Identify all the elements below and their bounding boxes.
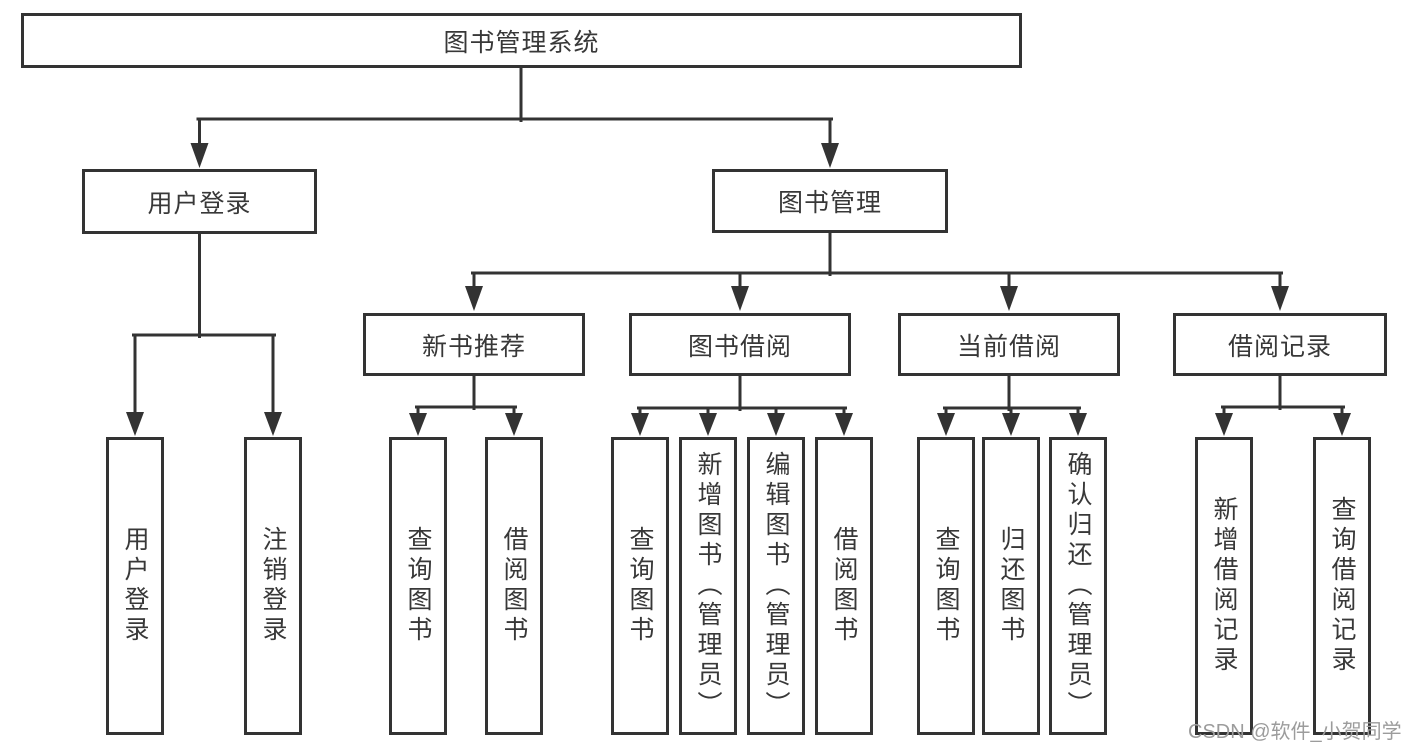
leaf-confirm-return-admin: 确认归还（管理员） — [1049, 437, 1107, 735]
leaf-logout: 注销登录 — [244, 437, 302, 735]
node-label: 注销登录 — [259, 526, 287, 646]
node-current-borrowing: 当前借阅 — [898, 313, 1120, 376]
leaf-edit-books-admin: 编辑图书（管理员） — [747, 437, 805, 735]
leaf-add-books-admin: 新增图书（管理员） — [679, 437, 737, 735]
node-label: 当前借阅 — [956, 332, 1061, 361]
node-borrowing-records: 借阅记录 — [1173, 313, 1387, 376]
leaf-query-books-current: 查询图书 — [917, 437, 975, 735]
node-book-management: 图书管理 — [712, 169, 948, 233]
node-label: 新增图书（管理员） — [694, 451, 722, 721]
node-label: 借阅记录 — [1227, 332, 1332, 361]
csdn-watermark: CSDN @软件_小贺同学 — [1188, 721, 1402, 743]
node-label: 归还图书 — [997, 526, 1025, 646]
node-label: 查询图书 — [932, 526, 960, 646]
node-label: 图书管理 — [777, 189, 882, 217]
leaf-query-borrow-record: 查询借阅记录 — [1313, 437, 1371, 735]
connector-root-to-level2 — [190, 66, 839, 168]
connector-new-book-rec-to-leaves — [409, 374, 523, 436]
node-user-login: 用户登录 — [82, 169, 317, 234]
node-label: 用户登录 — [147, 189, 252, 218]
connector-book-mgmt-to-level3 — [465, 231, 1289, 311]
connector-borrow-records-to-leaves — [1215, 374, 1351, 436]
node-label: 图书管理系统 — [443, 28, 600, 57]
node-label: 新增借阅记录 — [1210, 496, 1238, 676]
node-label: 图书借阅 — [687, 332, 792, 361]
leaf-user-login: 用户登录 — [106, 437, 164, 735]
node-new-book-recommendation: 新书推荐 — [363, 313, 585, 376]
leaf-borrow-books: 借阅图书 — [815, 437, 873, 735]
node-label: 用户登录 — [121, 526, 149, 646]
leaf-query-books-borrow: 查询图书 — [611, 437, 669, 735]
node-label: 查询借阅记录 — [1328, 496, 1356, 676]
connector-current-borrow-to-leaves — [937, 374, 1087, 436]
node-book-borrowing: 图书借阅 — [629, 313, 851, 376]
leaf-return-books: 归还图书 — [982, 437, 1040, 735]
node-library-management-system: 图书管理系统 — [21, 13, 1022, 68]
leaf-borrow-books-rec: 借阅图书 — [485, 437, 543, 735]
leaf-query-books-rec: 查询图书 — [389, 437, 447, 735]
leaf-add-borrow-record: 新增借阅记录 — [1195, 437, 1253, 735]
node-label: 查询图书 — [626, 526, 654, 646]
node-label: 编辑图书（管理员） — [762, 451, 790, 721]
connector-book-borrow-to-leaves — [631, 374, 853, 436]
connector-user-login-to-leaves — [126, 232, 282, 436]
node-label: 查询图书 — [404, 526, 432, 646]
node-label: 确认归还（管理员） — [1064, 451, 1092, 721]
node-label: 借阅图书 — [500, 526, 528, 646]
node-label: 借阅图书 — [830, 526, 858, 646]
node-label: 新书推荐 — [421, 332, 526, 361]
